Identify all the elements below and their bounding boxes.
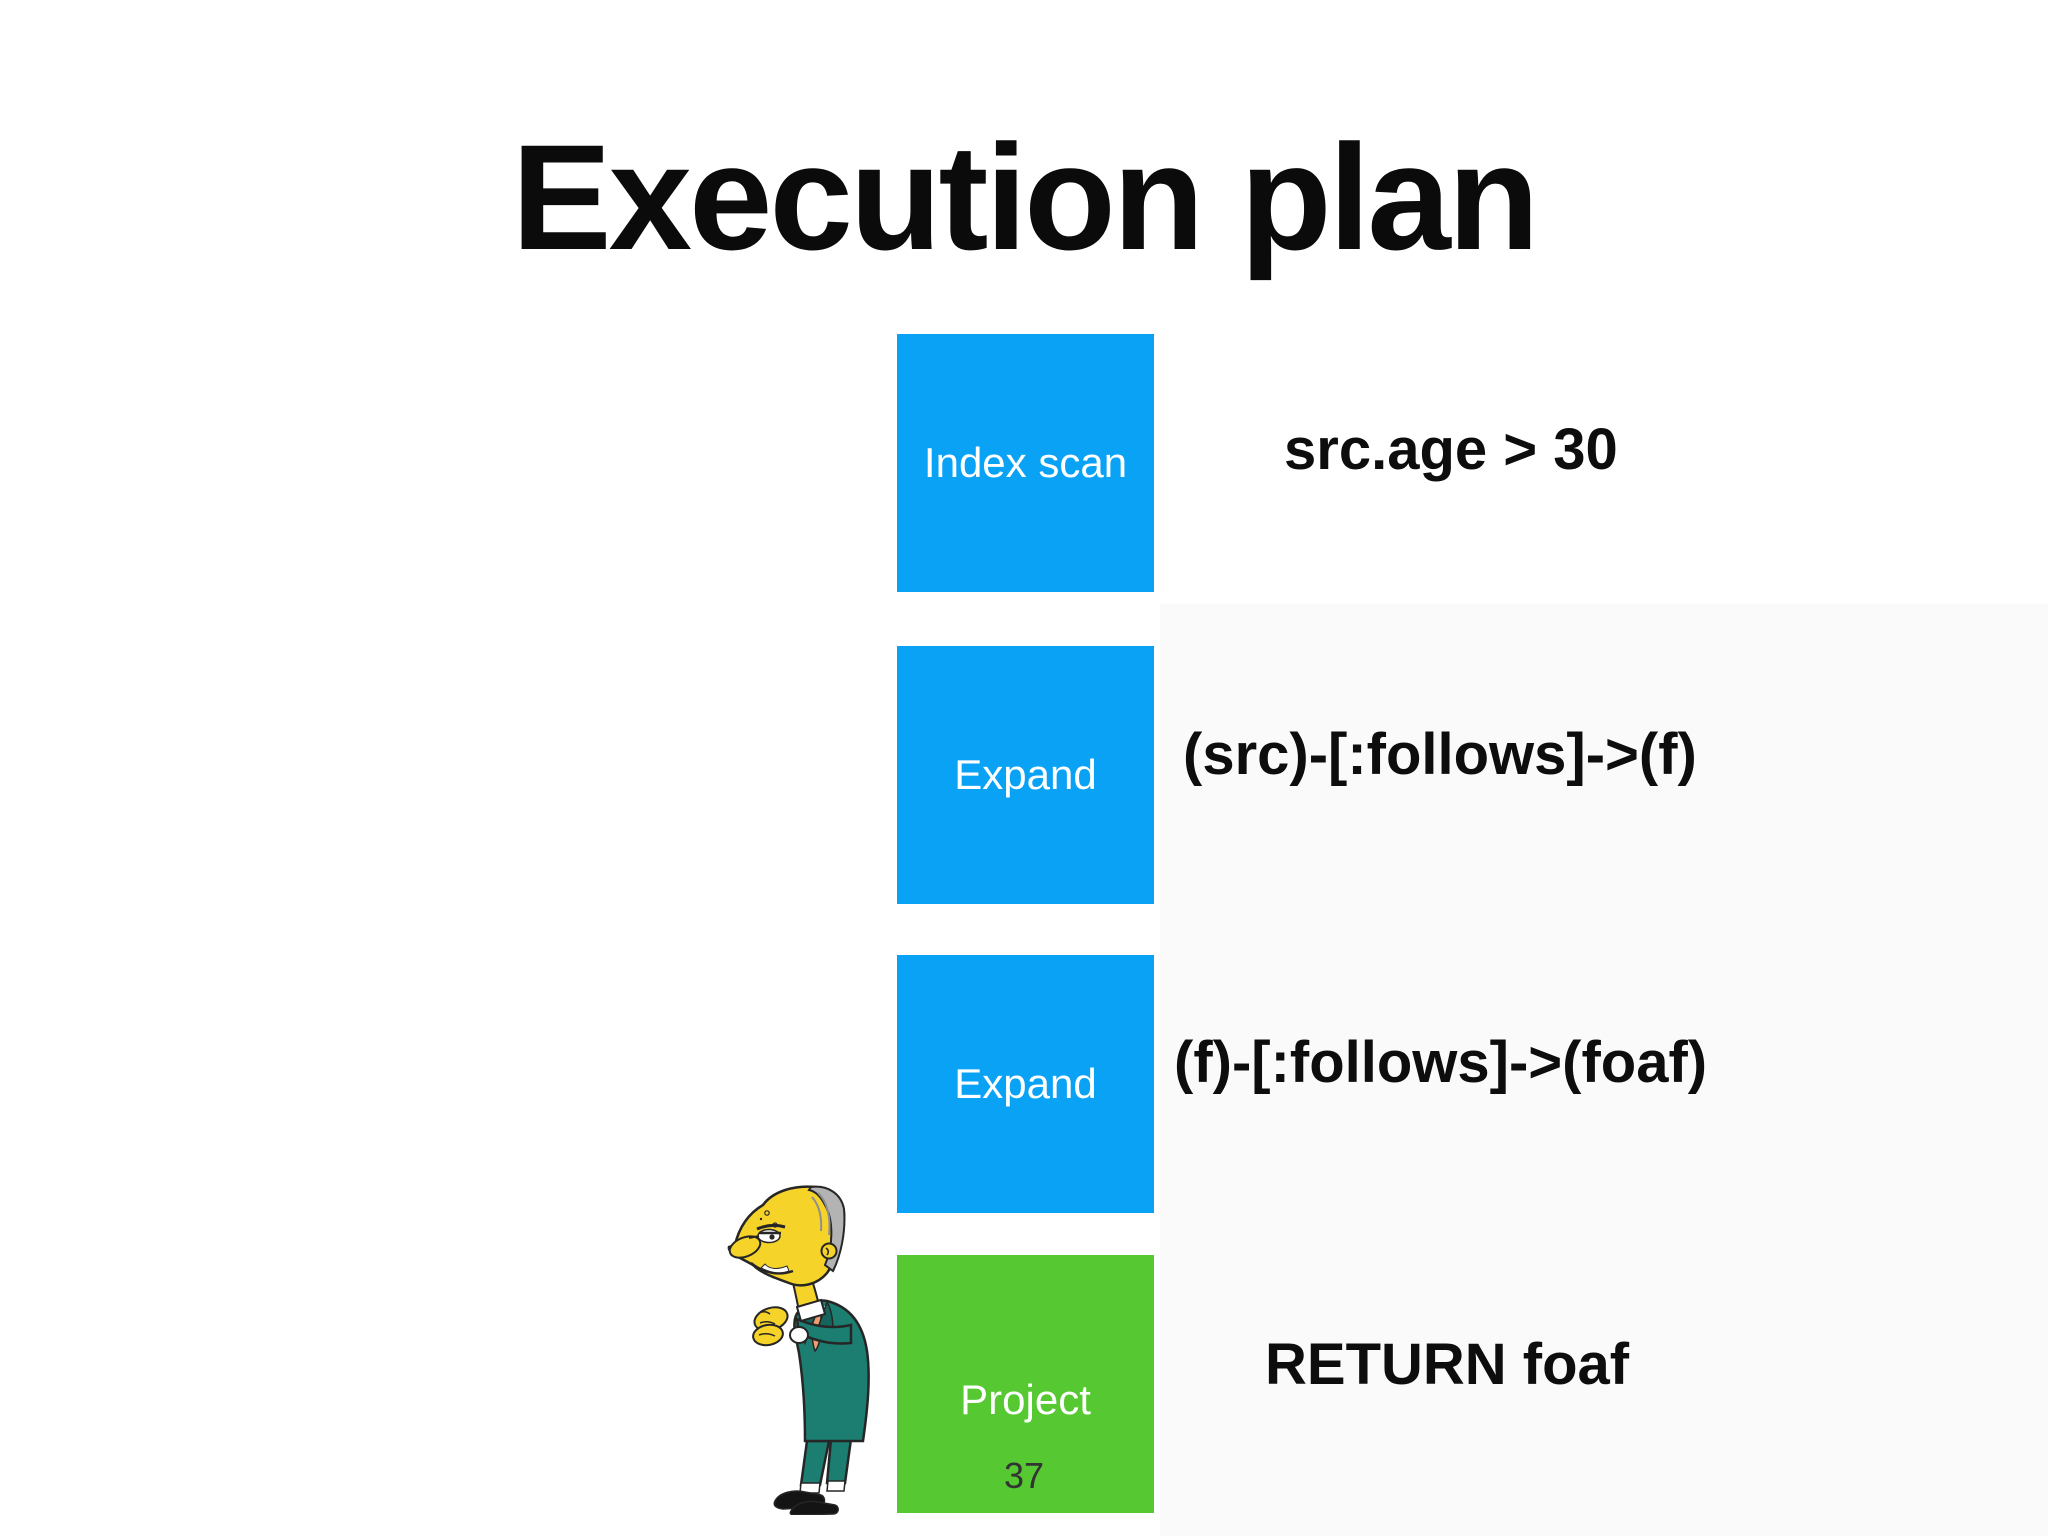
- mr-burns-character: [727, 1185, 870, 1515]
- plan-step-label: Index scan: [923, 439, 1128, 486]
- plan-step-box-expand-1: Expand: [897, 646, 1154, 904]
- plan-step-box-expand-2: Expand: [897, 955, 1154, 1213]
- plan-step-label: Expand: [954, 751, 1097, 798]
- background-shade-panel: [1160, 604, 2048, 1536]
- plan-step-label: Expand: [954, 1060, 1097, 1107]
- plan-step-box-index-scan: Index scan: [897, 334, 1154, 592]
- plan-step-box-project: Project: [897, 1255, 1154, 1513]
- plan-step-label: Project: [960, 1376, 1091, 1423]
- annotation-index-scan: src.age > 30: [1284, 417, 1618, 482]
- slide-title: Execution plan: [511, 113, 1540, 281]
- annotation-expand-1: (src)-[:follows]->(f): [1183, 722, 1697, 787]
- annotation-project: RETURN foaf: [1265, 1332, 1630, 1397]
- annotation-expand-2: (f)-[:follows]->(foaf): [1174, 1030, 1708, 1095]
- page-number: 37: [1003, 1455, 1045, 1496]
